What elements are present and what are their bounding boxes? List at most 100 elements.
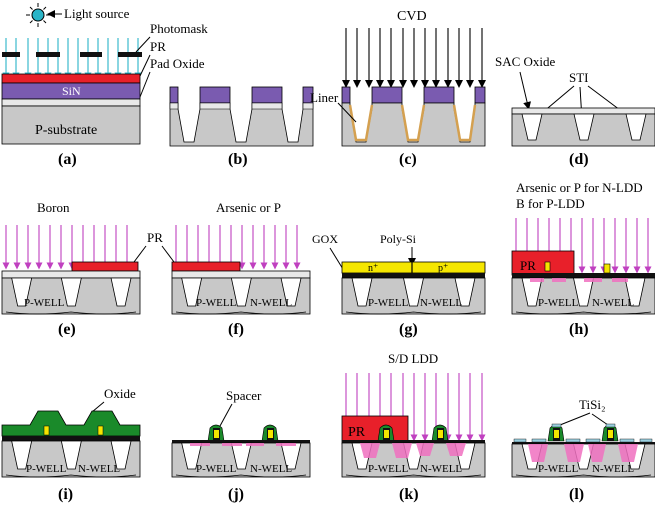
sin-label: SiN xyxy=(62,84,81,98)
arsenic-label: Arsenic or P xyxy=(216,200,281,215)
photoresist-k xyxy=(341,415,409,445)
panel-c: CVD Liner (c) xyxy=(310,9,486,168)
sac-oxide-e xyxy=(1,270,141,279)
sac-oxide-label: SAC Oxide xyxy=(495,54,556,69)
nwell-label-h: N-WELL xyxy=(592,297,634,309)
p-substrate xyxy=(1,105,141,145)
nplus-label: n⁺ xyxy=(368,263,378,274)
pwell-label-j: P-WELL xyxy=(196,463,237,475)
etched-substrate xyxy=(169,102,314,147)
light-source-label: Light source xyxy=(64,6,130,21)
ldd-region xyxy=(416,443,434,456)
pwell-label-f: P-WELL xyxy=(196,297,237,309)
polysi-label: Poly-Si xyxy=(380,232,417,246)
gate-stack-l2 xyxy=(601,423,619,442)
panel-b: (b) xyxy=(169,86,314,168)
sti-trench xyxy=(110,440,132,470)
panel-h: Arsenic or P for N-LDD B for P-LDD PR P-… xyxy=(511,180,655,338)
liner-label: Liner xyxy=(310,90,339,105)
ldd-region xyxy=(588,444,606,462)
ldd-region xyxy=(552,278,566,282)
pwell-label-e: P-WELL xyxy=(24,297,65,309)
sti-trench xyxy=(402,277,424,307)
ldd-region xyxy=(190,443,210,446)
caption-k: (k) xyxy=(399,486,419,503)
pr-label-h: PR xyxy=(520,258,536,273)
tisi-label: TiSi₂ xyxy=(579,397,605,412)
gate-oxide-k xyxy=(342,440,485,443)
well-boundary xyxy=(515,311,652,315)
sti-trench xyxy=(230,442,252,470)
caption-g: (g) xyxy=(399,321,418,338)
polysi-layer xyxy=(341,261,486,274)
caption-b: (b) xyxy=(228,151,248,168)
panel-e: Boron P-WELL (e) PR xyxy=(1,200,175,338)
gate-oxide-g xyxy=(342,273,485,278)
sti-trench xyxy=(454,277,476,307)
nwell-label-l: N-WELL xyxy=(592,463,634,475)
pr-label: PR xyxy=(150,39,166,54)
nwell-label-j: N-WELL xyxy=(250,463,292,475)
well-boundary xyxy=(5,311,137,315)
gox-label: GOX xyxy=(312,232,338,246)
panel-f: Arsenic or P P-WELL N-WELL (f) xyxy=(171,200,311,338)
spacer-label: Spacer xyxy=(226,388,262,403)
light-source-icon xyxy=(26,3,50,27)
panel-l: TiSi₂ P-WELL N-WELL (l) xyxy=(511,397,655,503)
pwell-label-k: P-WELL xyxy=(368,463,409,475)
ldd-region xyxy=(564,444,584,462)
boron-label: Boron xyxy=(37,200,70,215)
ldd-region xyxy=(530,278,544,282)
gate-oxide-h xyxy=(512,273,655,278)
panel-i: Oxide P-WELL N-WELL (i) xyxy=(1,386,141,503)
pwell-label-l: P-WELL xyxy=(538,463,579,475)
photomask xyxy=(2,52,142,57)
cvd-arrows xyxy=(342,28,486,88)
sd-ldd-label: S/D LDD xyxy=(388,351,438,366)
boron-implant-arrows xyxy=(2,225,131,270)
arsenic-implant-arrows xyxy=(172,225,301,270)
pwell-label-g: P-WELL xyxy=(368,297,409,309)
ldd-region xyxy=(222,443,242,446)
nwell-label-k: N-WELL xyxy=(420,463,462,475)
photoresist-layer xyxy=(1,73,141,84)
oxide-layer-i xyxy=(1,410,141,437)
pad-oxide-islands xyxy=(169,102,314,110)
sti-trenches xyxy=(521,113,647,141)
well-boundary xyxy=(175,474,307,478)
nwell-label-i: N-WELL xyxy=(78,463,120,475)
pad-oxide-layer xyxy=(1,98,141,107)
p-ldd-label: B for P-LDD xyxy=(516,196,585,211)
caption-l: (l) xyxy=(569,486,584,503)
photomask-label: Photomask xyxy=(150,21,208,36)
nwell-label-g: N-WELL xyxy=(420,297,462,309)
well-boundary xyxy=(175,311,307,315)
panel-k: S/D LDD PR P-WELL N-WELL (k) xyxy=(341,351,486,503)
panel-a: Light source Photomask PR Pad Oxide SiN … xyxy=(1,3,208,168)
sac-oxide-f xyxy=(171,270,311,279)
caption-h: (h) xyxy=(569,321,589,338)
oxide-label: Oxide xyxy=(104,386,136,401)
sin-hardmask xyxy=(169,86,314,104)
panel-j: Spacer P-WELL N-WELL (j) xyxy=(171,388,311,503)
ldd-region xyxy=(618,444,638,462)
sti-trench xyxy=(60,440,82,470)
gate-stack-j2 xyxy=(261,424,279,442)
ldd-region xyxy=(276,443,296,446)
liner-layer xyxy=(348,104,477,142)
photoresist-e xyxy=(71,261,139,272)
ldd-region xyxy=(612,278,628,282)
ldd-region xyxy=(446,443,466,456)
ldd-region xyxy=(392,443,412,458)
well-boundary xyxy=(515,474,652,478)
well-boundary xyxy=(345,474,482,478)
caption-f: (f) xyxy=(228,321,244,338)
ldd-region xyxy=(246,443,264,446)
gate-oxide-i xyxy=(2,436,140,441)
caption-c: (c) xyxy=(399,151,417,168)
gate-stack-l1 xyxy=(547,423,565,442)
sti-trench xyxy=(230,277,252,307)
sti-trench xyxy=(351,277,373,307)
